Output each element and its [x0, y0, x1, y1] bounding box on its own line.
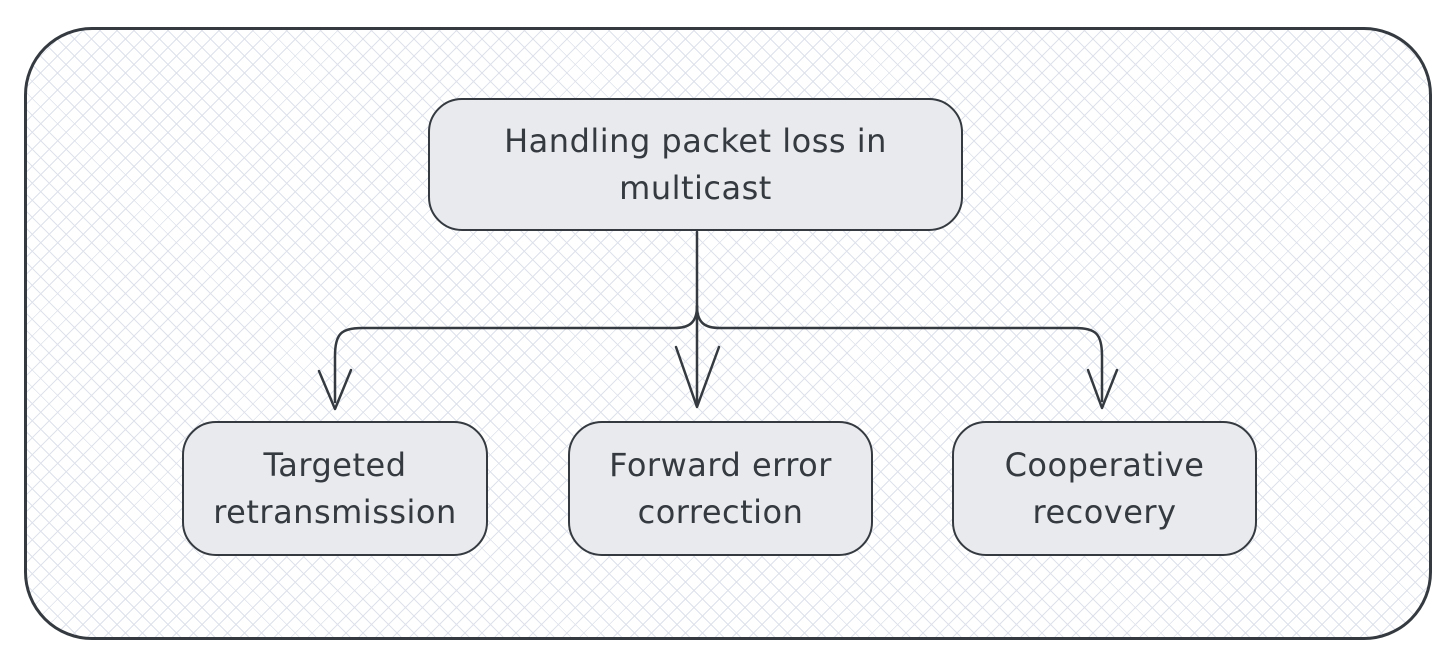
node-targeted-retransmission: Targeted retransmission: [182, 421, 488, 556]
node-label-line: recovery: [1032, 492, 1177, 531]
node-label-line: Targeted: [263, 445, 407, 484]
node-label-line: multicast: [619, 168, 772, 207]
node-cooperative-recovery: Cooperative recovery: [952, 421, 1257, 556]
node-root: Handling packet loss in multicast: [428, 98, 963, 231]
node-label-line: retransmission: [213, 492, 457, 531]
node-label-line: Cooperative: [1004, 445, 1205, 484]
node-label-line: Forward error: [609, 445, 832, 484]
node-label-line: correction: [637, 492, 804, 531]
node-forward-error-correction: Forward error correction: [568, 421, 873, 556]
node-label-line: Handling packet loss in: [504, 121, 887, 160]
